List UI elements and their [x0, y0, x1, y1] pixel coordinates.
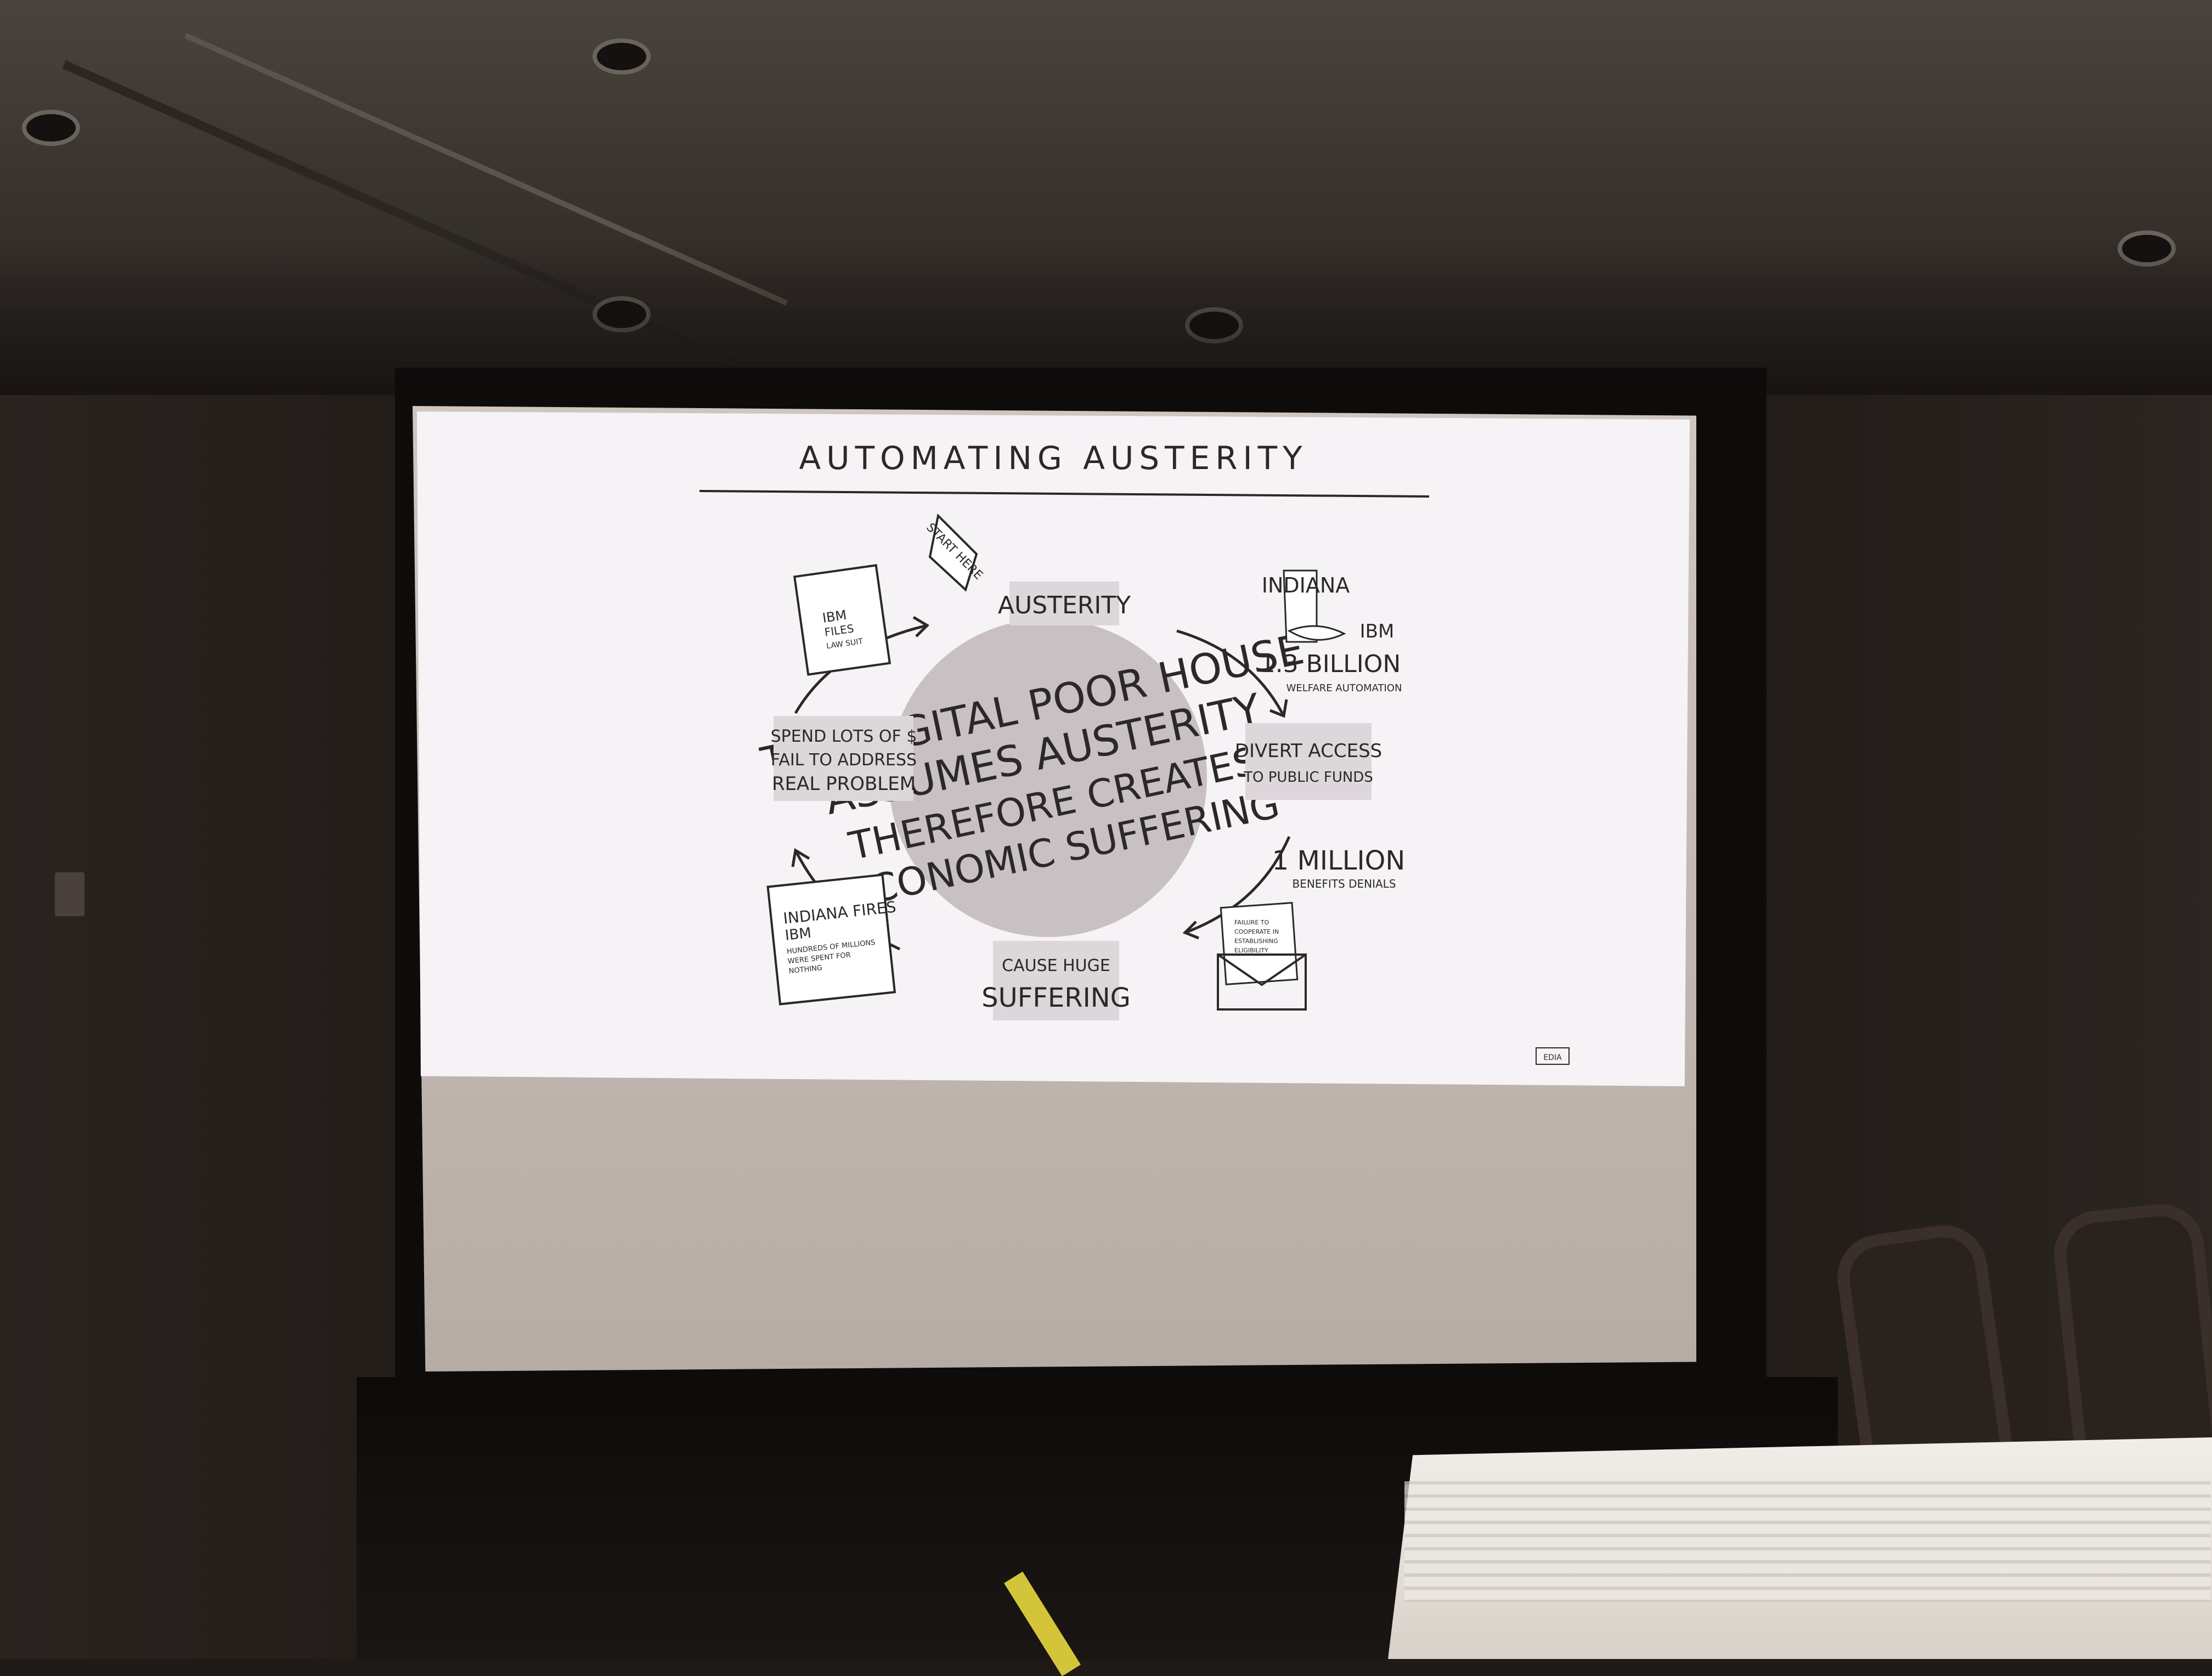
spend-line-2: FAIL TO ADDRESS: [771, 750, 917, 770]
projector-vents: [1404, 1481, 2211, 1602]
corner-logo: EDIA: [1543, 1053, 1562, 1062]
slide-title: AUTOMATING AUSTERITY: [799, 439, 1307, 477]
ceiling-light: [22, 110, 80, 146]
welfare-label: WELFARE AUTOMATION: [1286, 682, 1402, 694]
letter-line-3: ESTABLISHING: [1234, 938, 1278, 945]
denials-label: BENEFITS DENIALS: [1292, 877, 1396, 890]
wall-outlet: [55, 872, 84, 916]
divert-line-1: DIVERT ACCESS: [1235, 740, 1382, 762]
million-label: 1 MILLION: [1272, 845, 1406, 876]
denial-letter-envelope: FAILURE TO COOPERATE IN ESTABLISHING ELI…: [1218, 903, 1306, 1009]
chair: [2050, 1200, 2212, 1469]
spend-line-1: SPEND LOTS OF $: [771, 727, 917, 746]
newspaper-indiana-fires-ibm: INDIANA FIRES IBM HUNDREDS OF MILLIONS W…: [768, 875, 897, 1005]
letter-line-4: ELIGIBILITY: [1234, 947, 1268, 954]
suffering-line-1: CAUSE HUGE: [1002, 956, 1110, 975]
spend-line-3: REAL PROBLEM: [772, 773, 916, 795]
letter-line-1: FAILURE TO: [1234, 919, 1269, 926]
ibm-label: IBM: [1360, 620, 1395, 642]
divert-line-2: TO PUBLIC FUNDS: [1243, 769, 1373, 786]
indiana-label: INDIANA: [1262, 573, 1350, 597]
newspaper-ibm-lawsuit: IBM FILES LAW SUIT: [794, 565, 890, 674]
left-wall: [0, 395, 417, 1659]
start-here-flag: START HERE: [923, 516, 985, 590]
austerity-label: AUSTERITY: [998, 591, 1131, 619]
slide-drawing: AUTOMATING AUSTERITY THE DIGITAL POOR HO…: [417, 411, 1690, 1086]
projected-slide: AUTOMATING AUSTERITY THE DIGITAL POOR HO…: [417, 411, 1690, 1086]
paper2-line-2: IBM: [785, 925, 812, 944]
title-underline: [699, 491, 1429, 496]
letter-line-2: COOPERATE IN: [1234, 928, 1279, 935]
suffering-line-2: SUFFERING: [981, 983, 1131, 1013]
ceiling-light: [592, 38, 651, 75]
billion-label: 1.3 BILLION: [1260, 650, 1401, 678]
